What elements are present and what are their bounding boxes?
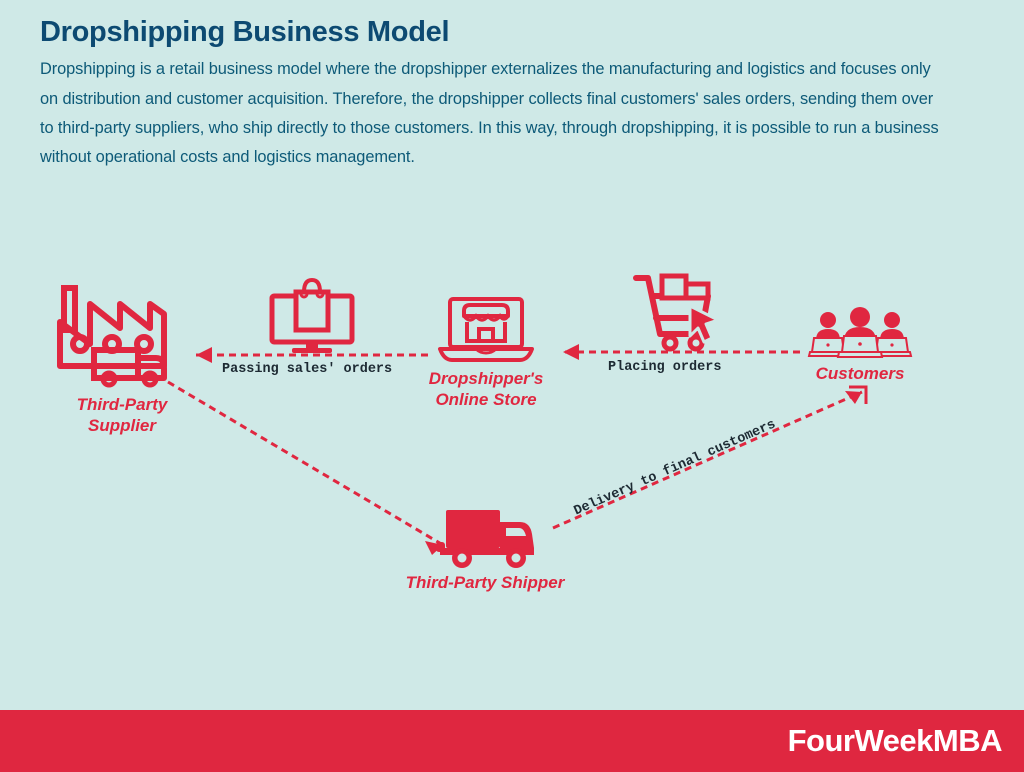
- page-title: Dropshipping Business Model: [40, 16, 450, 48]
- label-line-1: Third-Party: [76, 395, 168, 414]
- flow-label-delivery-to-final-customers: Delivery to final customers: [571, 417, 779, 520]
- brand-logo: FourWeekMBA: [787, 723, 1003, 758]
- shopping-cart-cursor-icon: [633, 273, 720, 352]
- node-label-customers: Customers: [760, 363, 960, 384]
- delivery-truck-icon: [436, 510, 534, 568]
- label-line-2: Online Store: [435, 390, 537, 410]
- label-line-2: Supplier: [87, 416, 156, 436]
- node-third-party-supplier[interactable]: Third-Party Supplier: [52, 282, 192, 435]
- node-customers[interactable]: Customers: [807, 307, 913, 383]
- node-sales-orders-monitor[interactable]: [266, 277, 358, 356]
- header: Dropshipping Business Model Dropshipping…: [40, 16, 945, 172]
- node-label-third-party-shipper: Third-Party Shipper: [385, 572, 585, 593]
- label-line-1: Dropshipper's: [428, 369, 544, 388]
- laptop-storefront-icon: [438, 297, 534, 362]
- node-label-dropshipper-online-store: Dropshipper's Online Store: [386, 368, 586, 411]
- customers-laptops-icon: [807, 307, 913, 358]
- label-line-1: Customers: [815, 364, 905, 383]
- node-third-party-shipper[interactable]: Third-Party Shipper: [406, 508, 564, 592]
- flow-label-placing-orders: Placing orders: [608, 360, 722, 375]
- node-shopping-cart[interactable]: [633, 272, 724, 352]
- node-label-third-party-supplier: Third-Party Supplier: [22, 394, 222, 437]
- factory-truck-icon: [57, 285, 167, 388]
- arrow-delivery-to-customers: [552, 385, 868, 530]
- flow-label-passing-sales-orders: Passing sales' orders: [222, 362, 393, 377]
- footer-bar: FourWeekMBA: [0, 710, 1024, 772]
- label-line-1: Third-Party Shipper: [405, 573, 565, 592]
- node-dropshipper-online-store[interactable]: Dropshipper's Online Store: [429, 296, 543, 409]
- page-description: Dropshipping is a retail business model …: [40, 60, 939, 166]
- monitor-shopping-bag-icon: [269, 277, 355, 353]
